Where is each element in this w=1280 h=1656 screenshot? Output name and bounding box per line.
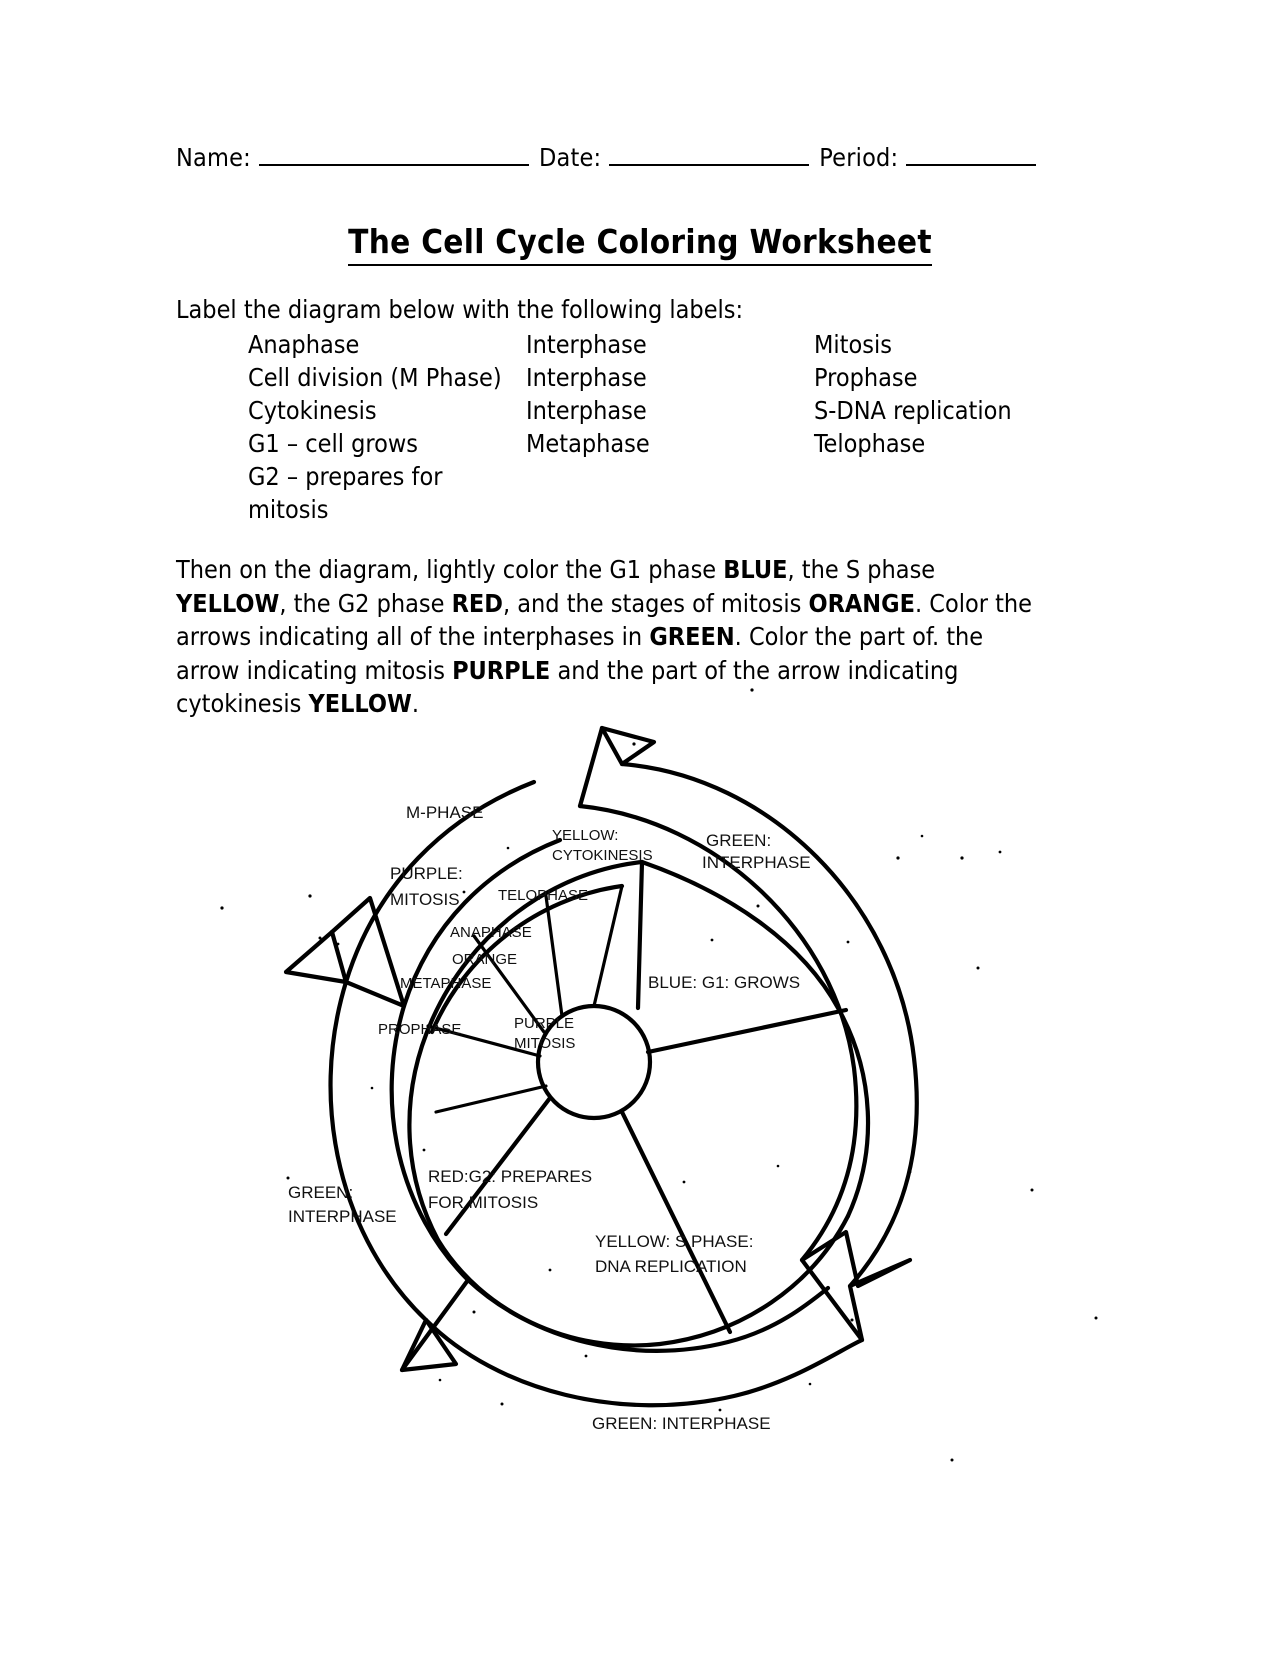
label-purple-mitosis-outer-line1: PURPLE:	[390, 864, 463, 883]
color-word-purple: PURPLE	[452, 655, 551, 685]
label-green-interphase-left-line1: GREEN:	[288, 1183, 353, 1202]
para-seg: . Color the arrows indicating all of the…	[176, 588, 1033, 652]
label-orange: ORANGE	[452, 951, 517, 968]
para-seg: , the G2 phase	[279, 588, 452, 618]
name-input-rule[interactable]	[258, 142, 529, 166]
name-label: Name:	[176, 143, 251, 172]
scan-noise	[286, 742, 924, 1412]
label-red-g2-line2: FOR MITOSIS	[428, 1193, 538, 1212]
label-yellow-cytokinesis-line2: CYTOKINESIS	[552, 847, 653, 864]
label-purple-mitosis-outer-line2: MITOSIS	[390, 890, 460, 909]
divider-metaphase	[472, 934, 546, 1034]
label-blue-g1: BLUE: G1: GROWS	[648, 973, 800, 992]
label-row: G2 – prepares for mitosis	[248, 460, 1068, 526]
word-bank-item: Telophase	[814, 429, 926, 458]
coloring-instructions: Then on the diagram, lightly color the G…	[176, 553, 1042, 721]
period-input-rule[interactable]	[906, 142, 1037, 166]
divider-anaphase	[544, 894, 564, 1018]
period-label: Period:	[819, 143, 899, 172]
word-bank-item: G2 – prepares for mitosis	[248, 462, 443, 524]
label-metaphase: METAPHASE	[400, 975, 491, 992]
word-bank-item: Interphase	[526, 396, 647, 425]
divider-cytokinesis	[635, 859, 645, 1011]
cell-cycle-diagram: M-PHASE YELLOW: CYTOKINESIS GREEN: INTER…	[250, 720, 970, 1480]
label-purple-mitosis-inner-line2: MITOSIS	[514, 1035, 575, 1052]
label-yellow-cytokinesis-line1: YELLOW:	[552, 827, 618, 844]
color-word-green: GREEN	[649, 622, 735, 651]
label-green-interphase-top-line2: INTERPHASE	[702, 853, 811, 872]
label-yellow-s-line2: DNA REPLICATION	[595, 1257, 747, 1276]
para-seg: , and the stages of mitosis	[502, 588, 809, 618]
date-label: Date:	[538, 143, 602, 172]
word-bank-item: Metaphase	[526, 429, 650, 458]
para-seg: .	[411, 689, 419, 718]
para-seg: . Color the part of. the arrow indicatin…	[176, 622, 984, 685]
color-word-yellow-2: YELLOW	[308, 689, 412, 718]
para-seg: Then on the diagram, lightly color the G…	[176, 555, 724, 584]
word-bank-item: Anaphase	[248, 330, 360, 359]
label-green-interphase-bottom: GREEN: INTERPHASE	[592, 1414, 771, 1433]
word-bank-item: Interphase	[526, 330, 647, 359]
label-word-bank: Anaphase Interphase Mitosis Cell divisio…	[248, 328, 1068, 526]
inner-cycle-wedges	[407, 859, 871, 1348]
color-word-yellow: YELLOW	[176, 588, 280, 618]
label-purple-mitosis-inner-line1: PURPLE	[514, 1015, 574, 1032]
instruction-intro: Label the diagram below with the followi…	[176, 295, 744, 324]
para-seg: , the S phase	[787, 555, 936, 584]
word-bank-item: Prophase	[814, 363, 918, 392]
label-row: G1 – cell grows Metaphase Telophase	[248, 427, 1068, 460]
label-yellow-s-line1: YELLOW: S PHASE:	[595, 1232, 753, 1251]
word-bank-item: Interphase	[526, 363, 647, 392]
label-row: Cytokinesis Interphase S-DNA replication	[248, 394, 1068, 427]
color-word-orange: ORANGE	[808, 588, 915, 618]
label-prophase: PROPHASE	[378, 1021, 461, 1038]
divider-telophase	[592, 884, 624, 1008]
outer-arrow-ring	[283, 725, 919, 1408]
word-bank-item: Cell division (M Phase)	[248, 363, 502, 392]
word-bank-item: Cytokinesis	[248, 396, 377, 425]
color-word-red: RED	[451, 588, 503, 618]
divider-prophase-end	[434, 1084, 548, 1114]
color-word-blue: BLUE	[723, 555, 788, 584]
page-title: The Cell Cycle Coloring Worksheet	[0, 222, 1280, 266]
para-seg: and the part of the arrow indicating cyt…	[176, 655, 959, 719]
label-telophase: TELOPHASE	[498, 887, 588, 904]
label-green-interphase-left-line2: INTERPHASE	[288, 1207, 397, 1226]
page-title-text: The Cell Cycle Coloring Worksheet	[348, 222, 932, 266]
diagram-labels: M-PHASE YELLOW: CYTOKINESIS GREEN: INTER…	[288, 803, 811, 1433]
divider-s-g2	[619, 1109, 733, 1335]
date-input-rule[interactable]	[609, 142, 810, 166]
word-bank-item: G1 – cell grows	[248, 429, 418, 458]
student-info-row: Name: Date: Period:	[176, 142, 1056, 172]
word-bank-item: Mitosis	[814, 330, 892, 359]
divider-prophase	[426, 1024, 542, 1058]
divider-g2-m	[443, 1095, 553, 1237]
label-green-interphase-top-line1: GREEN:	[706, 831, 771, 850]
word-bank-item: S-DNA replication	[814, 396, 1012, 425]
label-m-phase: M-PHASE	[406, 803, 483, 822]
label-row: Anaphase Interphase Mitosis	[248, 328, 1068, 361]
divider-g1-s	[645, 1007, 849, 1055]
label-red-g2-line1: RED:G2: PREPARES	[428, 1167, 592, 1186]
label-anaphase: ANAPHASE	[450, 924, 532, 941]
label-row: Cell division (M Phase) Interphase Proph…	[248, 361, 1068, 394]
